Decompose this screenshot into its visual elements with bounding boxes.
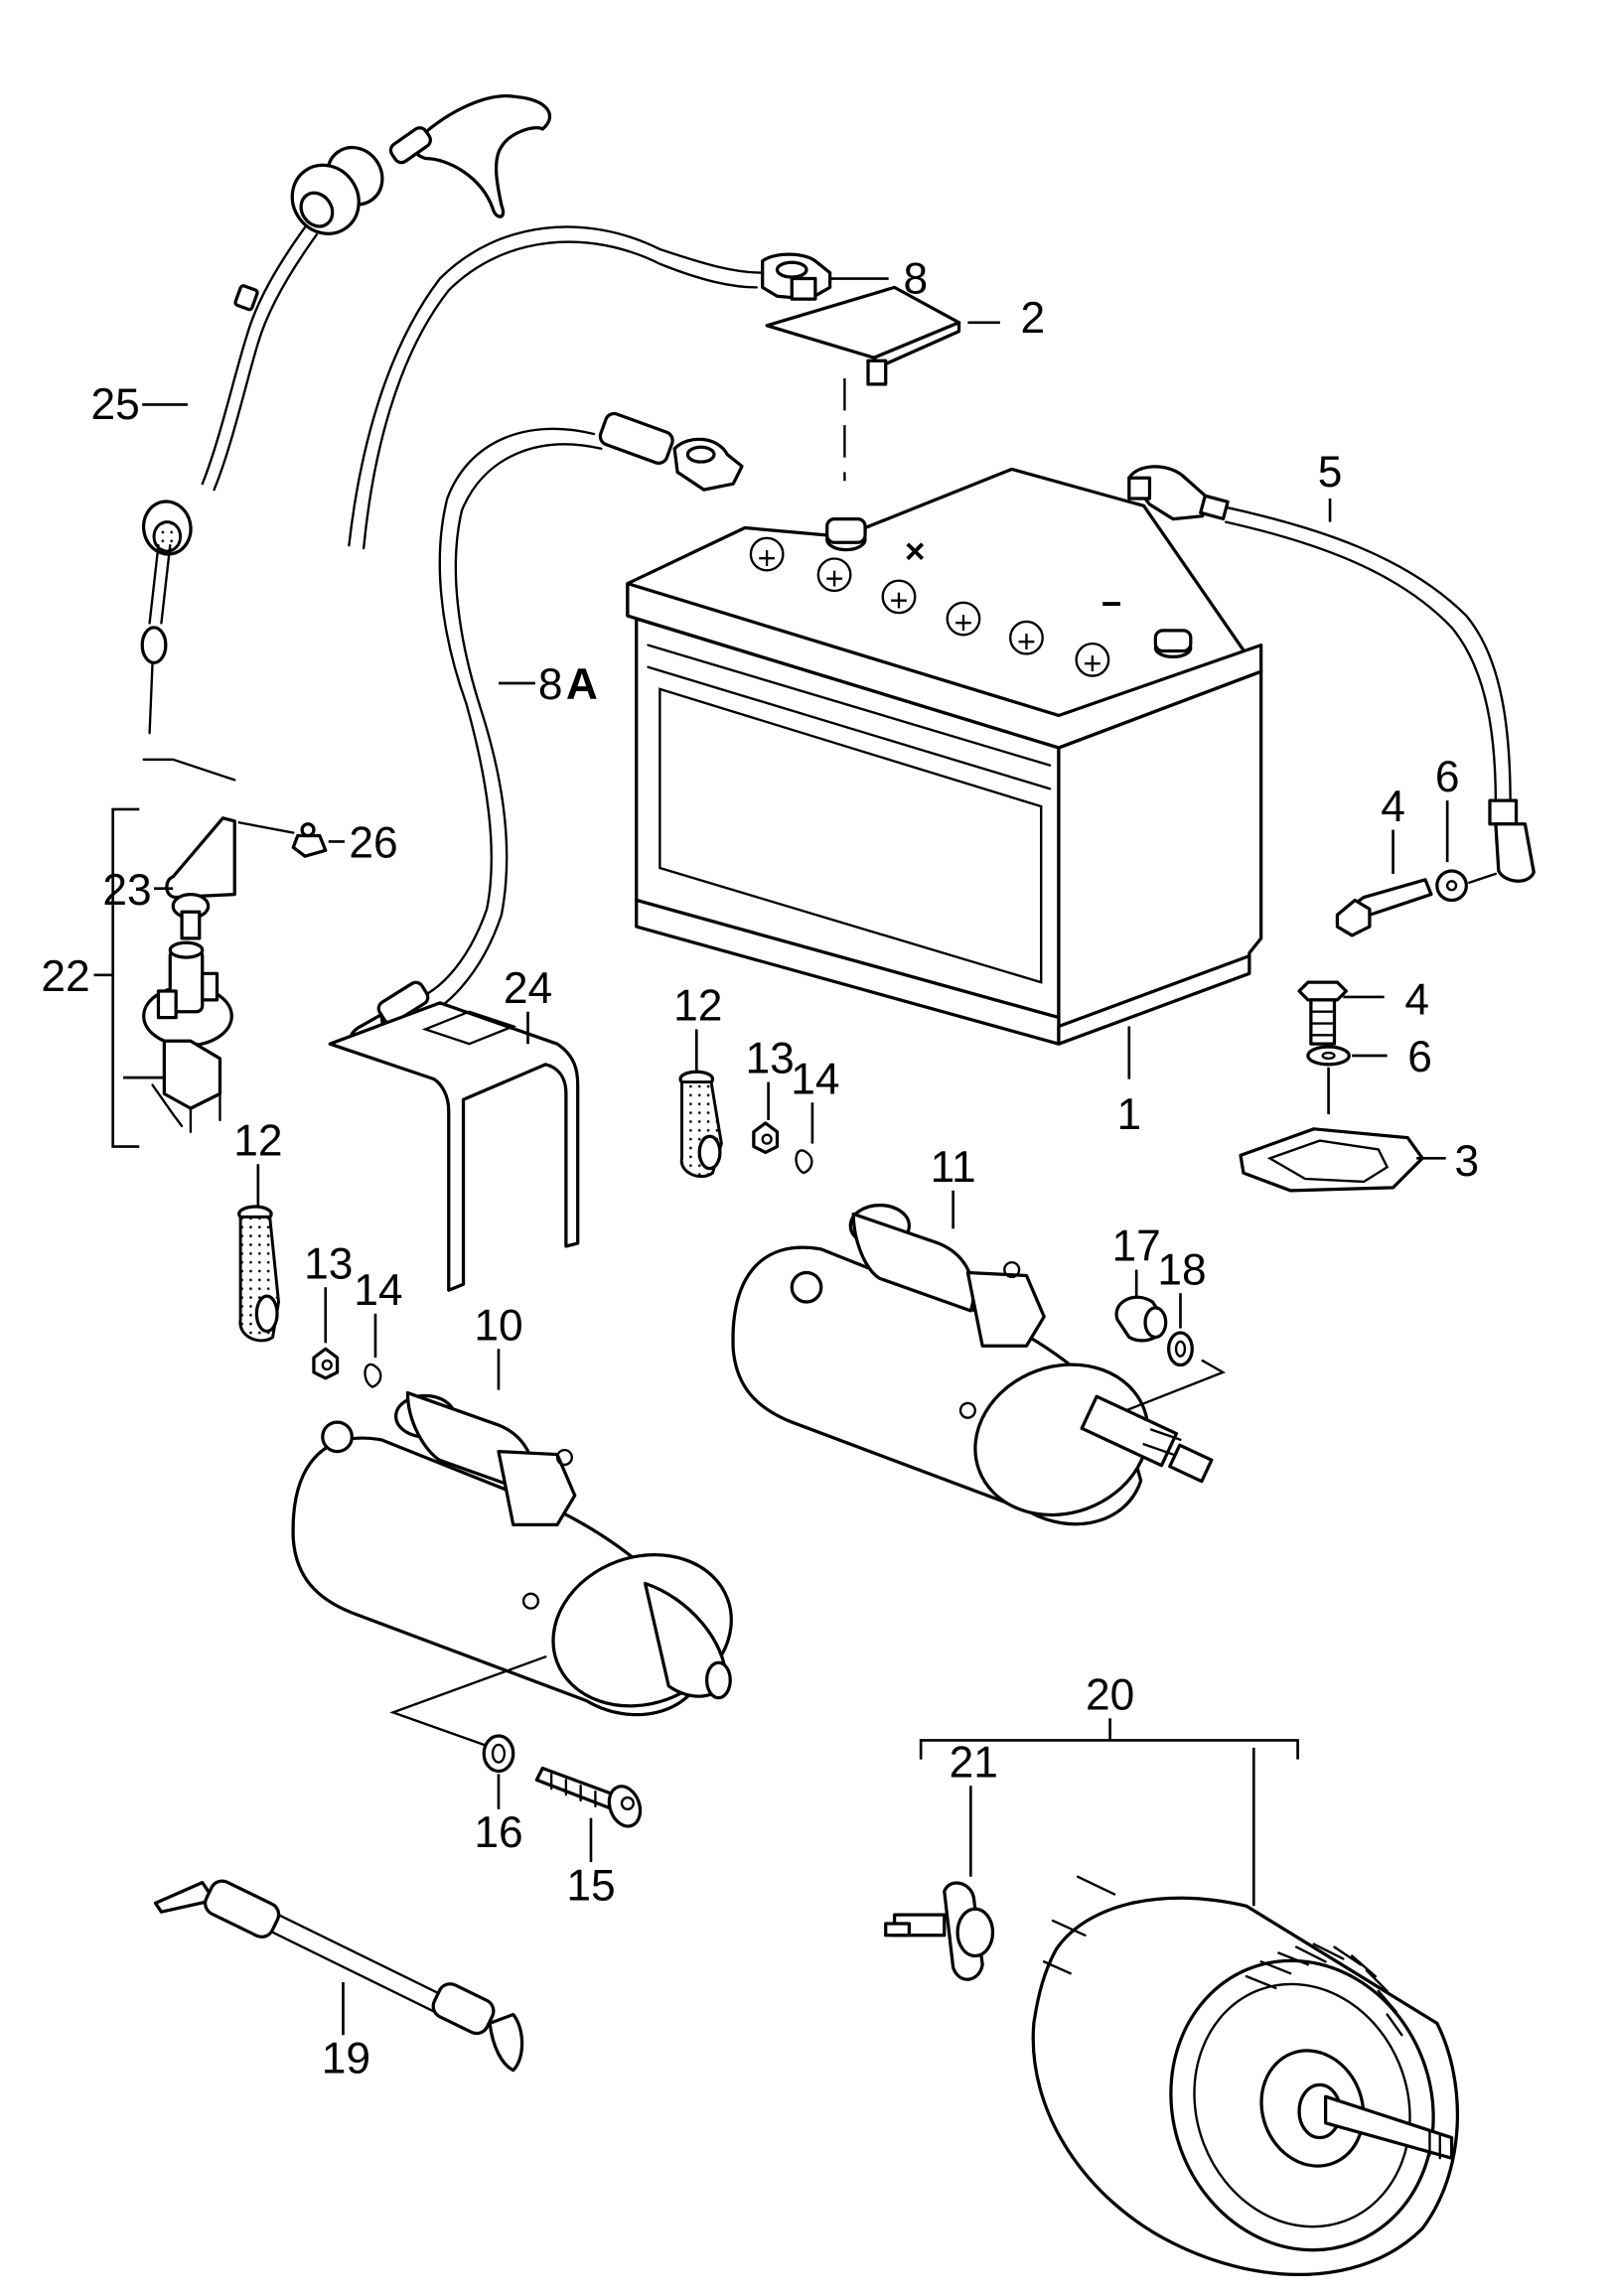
callout-21[interactable]: 21	[950, 1738, 998, 1787]
spacer-sleeve-part-17[interactable]	[1114, 1269, 1168, 1343]
callout-8[interactable]: 8	[903, 254, 928, 303]
socket-bolt-part-15[interactable]	[534, 1766, 646, 1862]
plus-symbol: +	[825, 561, 844, 597]
battery-part-1[interactable]: + + + + + + × −	[626, 467, 1263, 1079]
callout-23[interactable]: 23	[102, 866, 151, 915]
terminal-cover-part-2[interactable]	[765, 285, 1000, 482]
spring-washer-part-14a[interactable]	[795, 1102, 814, 1175]
callout-12a[interactable]: 12	[673, 982, 722, 1031]
callout-22[interactable]: 22	[41, 952, 89, 1001]
callout-4a[interactable]: 4	[1381, 783, 1405, 831]
svg-text:A: A	[566, 660, 598, 709]
callout-18[interactable]: 18	[1157, 1245, 1206, 1294]
callout-10[interactable]: 10	[474, 1301, 522, 1350]
cover-part-24[interactable]	[328, 1001, 580, 1292]
callout-4b[interactable]: 4	[1404, 976, 1429, 1025]
callout-13a[interactable]: 13	[745, 1035, 794, 1083]
callout-25[interactable]: 25	[91, 380, 140, 429]
washer-part-16[interactable]	[482, 1734, 515, 1809]
nut-part-13b[interactable]	[312, 1287, 340, 1380]
callout-14a[interactable]: 14	[791, 1055, 839, 1103]
callout-8a[interactable]: 8 A	[538, 660, 598, 709]
callout-14b[interactable]: 14	[354, 1266, 402, 1315]
master-switch-part-22[interactable]	[93, 807, 233, 1148]
callout-13b[interactable]: 13	[304, 1239, 353, 1288]
washer-part-6a[interactable]	[1435, 800, 1498, 903]
callout-26[interactable]: 26	[349, 819, 397, 868]
cross-symbol: ×	[905, 531, 926, 571]
callout-17[interactable]: 17	[1112, 1222, 1161, 1271]
svg-text:8: 8	[538, 660, 563, 709]
callout-6b[interactable]: 6	[1407, 1033, 1432, 1081]
callout-11[interactable]: 11	[931, 1143, 976, 1192]
callout-labels: 1 2 3 4 4 5 6 6 8 8 A 10 11 12 12 13 13 …	[41, 254, 1479, 2082]
callout-3[interactable]: 3	[1455, 1137, 1480, 1186]
callout-1[interactable]: 1	[1116, 1090, 1141, 1139]
washer-part-18[interactable]	[1167, 1293, 1194, 1367]
bolt-part-4a[interactable]	[1335, 829, 1433, 937]
bolt-part-4b[interactable]	[1297, 980, 1385, 1046]
terminal-cap-part-12a[interactable]	[678, 1029, 723, 1179]
callout-24[interactable]: 24	[504, 964, 552, 1013]
callout-5[interactable]: 5	[1318, 448, 1343, 497]
ground-cable-part-5[interactable]	[1127, 465, 1536, 883]
callout-19[interactable]: 19	[322, 2035, 370, 2083]
plus-symbol: +	[890, 583, 909, 619]
callout-15[interactable]: 15	[566, 1861, 615, 1910]
callout-6a[interactable]: 6	[1435, 753, 1460, 801]
starter-part-11[interactable]	[731, 1190, 1227, 1539]
plus-symbol: +	[953, 605, 972, 641]
callout-16[interactable]: 16	[474, 1808, 522, 1857]
voltage-regulator-part-21[interactable]	[884, 1786, 995, 1981]
nut-part-13a[interactable]	[752, 1081, 780, 1155]
clip-part-26[interactable]	[237, 821, 345, 858]
plus-symbol: +	[758, 540, 777, 576]
battery-cable-part-8[interactable]	[348, 225, 889, 550]
washer-part-6b[interactable]	[1306, 1045, 1388, 1115]
plus-symbol: +	[1083, 646, 1101, 681]
callout-20[interactable]: 20	[1086, 1670, 1134, 1719]
cooling-fins	[1245, 1942, 1403, 2037]
spring-washer-part-14b[interactable]	[364, 1313, 382, 1388]
bracket-22	[111, 807, 140, 1148]
vent-caps: + + + + + + × −	[749, 531, 1122, 681]
starter-part-10[interactable]	[291, 1349, 753, 1747]
terminal-cap-part-12b[interactable]	[237, 1164, 280, 1343]
callout-12b[interactable]: 12	[233, 1116, 282, 1165]
plus-symbol: +	[1017, 624, 1036, 659]
bowden-cable-part-25[interactable]	[139, 93, 552, 782]
callout-2[interactable]: 2	[1021, 294, 1046, 343]
minus-symbol: −	[1101, 584, 1122, 624]
hold-down-clamp-part-3[interactable]	[1239, 1127, 1446, 1193]
alternator-part-20[interactable]	[919, 1718, 1473, 2287]
ground-strap-part-19[interactable]	[153, 1877, 524, 2073]
switch-key-part-23[interactable]	[154, 816, 236, 940]
